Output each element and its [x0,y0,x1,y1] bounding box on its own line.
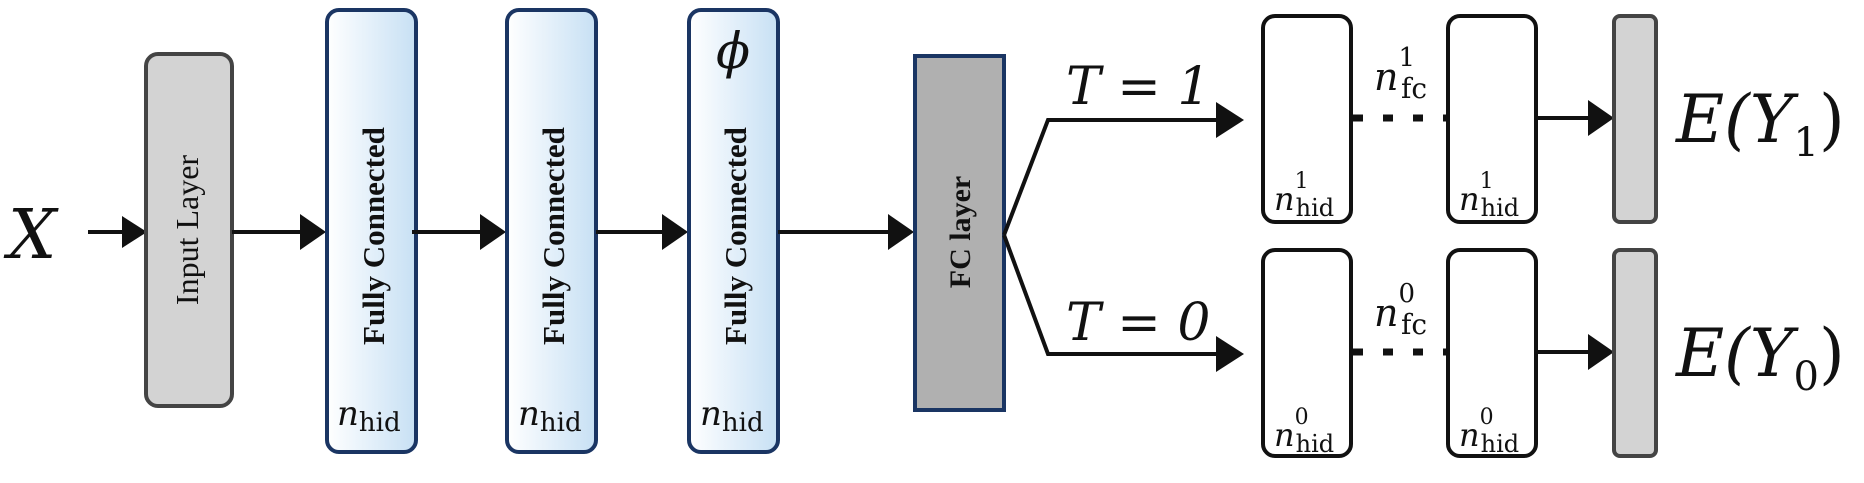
fc-block-2-label: Fully Connected [536,127,571,345]
input-layer-label: Input Layer [169,155,205,306]
arrowhead [1216,102,1244,138]
treatment-label-1: T = 1 [1066,57,1210,117]
arrowhead [300,214,326,250]
output-label-t0: E(Y0) [1675,315,1845,400]
arrowhead [1588,100,1614,136]
phi-symbol: ϕ [716,22,750,80]
branch-line-t1 [1002,118,1228,236]
input-variable: X [3,196,59,275]
arrowhead [662,214,688,250]
fc-layer-label: FC layer [944,176,977,288]
output-block-t0 [1612,248,1658,458]
hidden-block-t1-first [1261,14,1353,224]
branch-line-t0 [1002,234,1228,356]
output-label-t1: E(Y1) [1675,81,1845,166]
arrowhead [1588,334,1614,370]
fc-block-2-units: nhid [518,394,582,438]
hidden-block-t0-first [1261,248,1353,458]
fc-block-3-label: Fully Connected [718,127,753,345]
output-block-t1 [1612,14,1658,224]
fc-block-3-units: nhid [700,394,764,438]
fc-block-1-units: nhid [337,394,401,438]
arrowhead [888,214,914,250]
arrowhead [480,214,506,250]
arrowhead [122,216,147,248]
fc-layer-block [913,54,1006,412]
fc-block-1-label: Fully Connected [356,127,391,345]
arrowhead [1216,336,1244,372]
treatment-label-0: T = 0 [1066,293,1210,353]
